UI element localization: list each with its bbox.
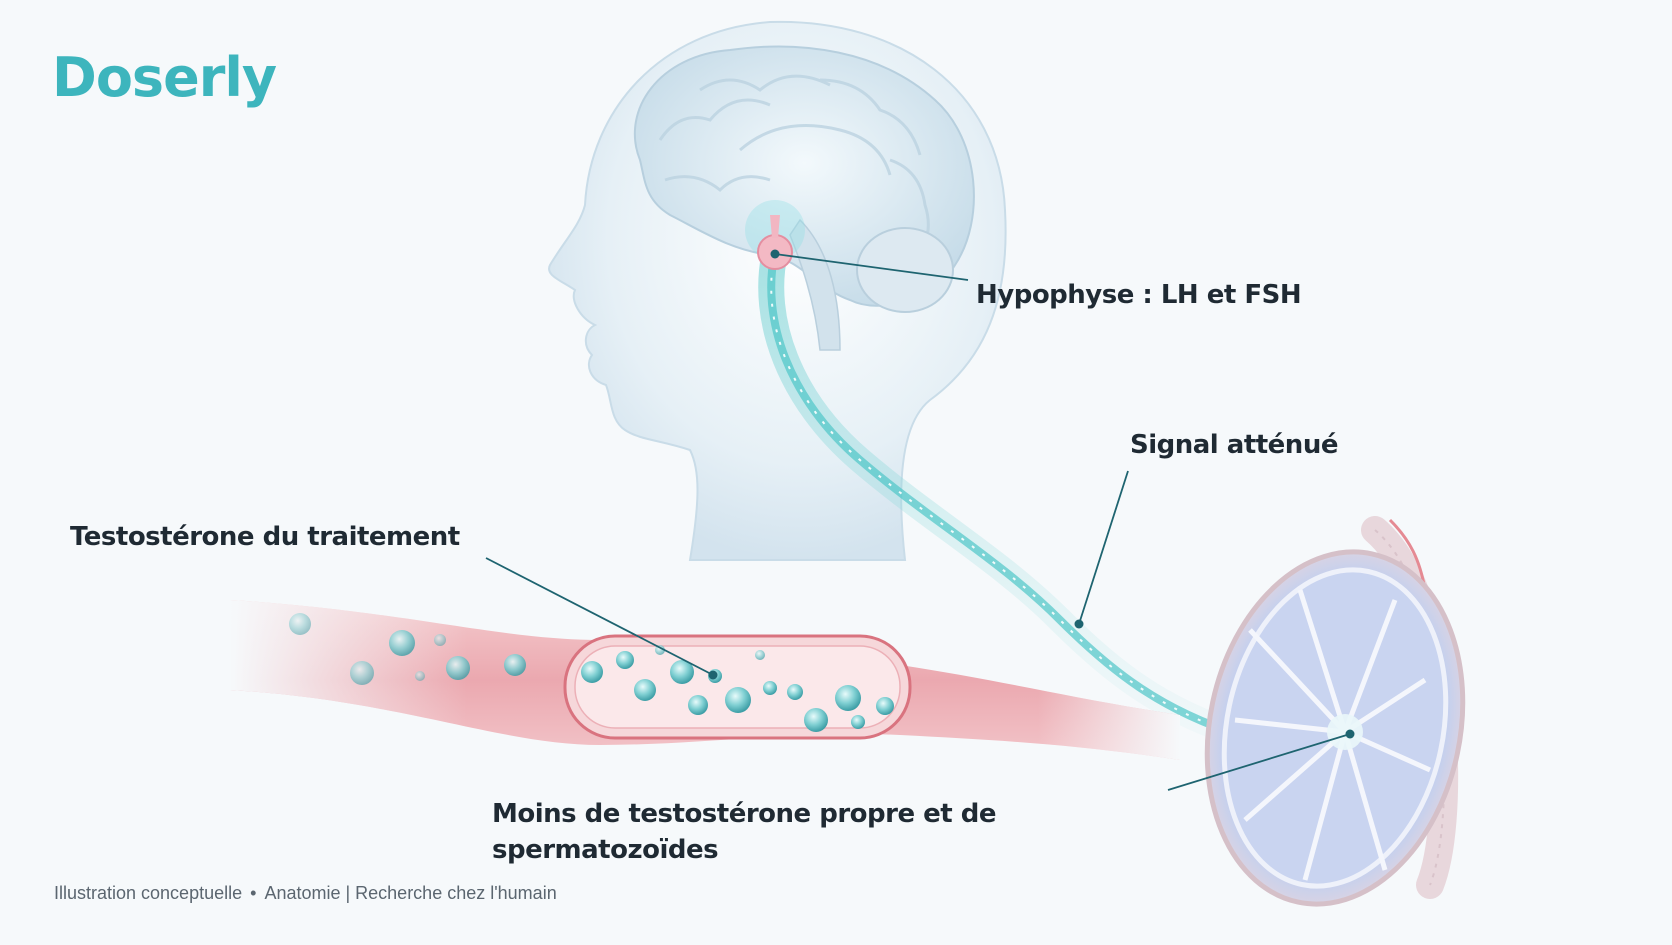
testosterone-molecules: [289, 613, 894, 732]
label-moins-line1: Moins de testostérone propre et de: [492, 799, 997, 829]
label-moins: Moins de testostérone propre et de sperm…: [492, 796, 997, 868]
footer-caption: Illustration conceptuelle • Anatomie | Rec…: [54, 883, 557, 904]
footer-left: Illustration conceptuelle: [54, 883, 243, 903]
testis-cross-section: [1204, 516, 1466, 907]
label-moins-line2: spermatozoïdes: [492, 835, 719, 865]
label-testosterone: Testostérone du traitement: [70, 522, 460, 552]
label-signal: Signal atténué: [1130, 430, 1338, 460]
footer-right: Anatomie | Recherche chez l'humain: [264, 883, 557, 903]
cerebellum: [856, 227, 954, 313]
label-hypophyse: Hypophyse : LH et FSH: [976, 280, 1302, 310]
leader-dots: [708, 249, 1355, 739]
leader-lines: [485, 253, 1351, 791]
brand-logo: Doserly: [52, 46, 277, 109]
footer-separator: •: [250, 883, 257, 903]
blood-vessel: [230, 600, 1180, 760]
